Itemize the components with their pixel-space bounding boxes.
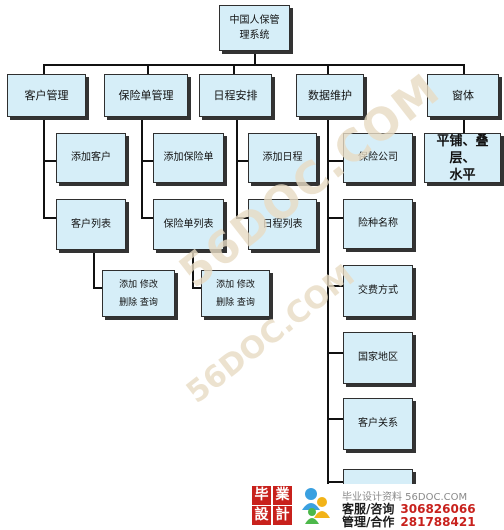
node-add-schedule: 添加日程 [248, 133, 317, 183]
node-insurance-company: 保险公司 [343, 133, 413, 183]
connector [233, 64, 235, 74]
module-policy: 保险单管理 [104, 74, 188, 117]
connector [327, 418, 343, 420]
node-policy-list: 保险单列表 [153, 199, 224, 250]
connector [147, 64, 149, 74]
site-text: 毕业设计资料 56DOC.COM [342, 492, 468, 503]
connector [327, 64, 329, 74]
root-node: 中国人保管 理系统 [219, 5, 290, 51]
connector [236, 217, 248, 219]
node-insurance-type: 险种名称 [343, 199, 413, 249]
module-schedule: 日程安排 [199, 74, 272, 117]
connector [327, 285, 343, 287]
node-customer-relation: 客户关系 [343, 398, 413, 450]
node-country-region: 国家地区 [343, 332, 413, 384]
connector [236, 160, 248, 162]
node-customer-list-operations: 添加 修改 删除 查询 [102, 270, 175, 317]
admin-number: 281788421 [400, 515, 476, 529]
service-number: 306826066 [400, 502, 476, 516]
node-window-arrange: 平铺、叠层、 水平 [424, 133, 501, 183]
connector [141, 117, 143, 218]
service-label: 客服/咨询 [342, 502, 395, 516]
module-window: 窗体 [427, 74, 499, 117]
connector [192, 287, 201, 289]
connector [327, 481, 343, 483]
connector [192, 250, 194, 288]
connector [327, 117, 329, 497]
logo-char: 業 [273, 486, 292, 505]
node-add-policy: 添加保险单 [153, 133, 224, 183]
connector [327, 160, 343, 162]
node-schedule-list: 日程列表 [248, 199, 317, 250]
connector [43, 160, 56, 162]
logo-char: 設 [252, 506, 271, 525]
connector [463, 64, 465, 74]
logo-char: 計 [273, 506, 292, 525]
connector [327, 352, 343, 354]
admin-contact: 管理/合作 281788421 [342, 513, 476, 530]
node-customer-list: 客户列表 [56, 199, 126, 250]
node-add-customer: 添加客户 [56, 133, 126, 183]
connector [93, 287, 102, 289]
connector [254, 51, 256, 65]
connector [236, 117, 238, 218]
connector [93, 250, 95, 288]
module-customer: 客户管理 [7, 74, 86, 117]
connector [463, 117, 465, 133]
connector [327, 217, 343, 219]
people-icon [302, 488, 330, 524]
connector [43, 217, 56, 219]
service-contact: 客服/咨询 306826066 [342, 500, 476, 517]
connector [43, 117, 45, 218]
module-data: 数据维护 [296, 74, 364, 117]
node-policy-list-operations: 添加 修改 删除 查询 [201, 270, 270, 317]
logo-char: 毕 [252, 486, 271, 505]
node-payment-method: 交费方式 [343, 265, 413, 317]
connector [141, 160, 153, 162]
connector [43, 64, 45, 74]
admin-label: 管理/合作 [342, 515, 395, 529]
connector [43, 64, 464, 66]
connector [141, 217, 153, 219]
